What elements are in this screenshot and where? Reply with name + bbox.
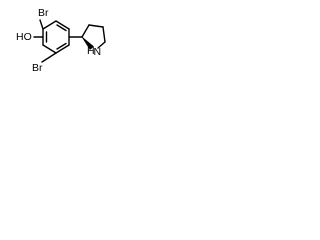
pyrrolidine-bond-c4-c5 bbox=[102, 26, 106, 43]
atom-label-bromine-bottom: Br bbox=[32, 62, 43, 74]
stereo-wedge-bond bbox=[81, 36, 94, 50]
ring-bond-c4-c5 bbox=[55, 44, 70, 54]
pyrrolidine-ring bbox=[81, 24, 106, 50]
pyrrolidine-bond-c2-c3 bbox=[81, 24, 90, 38]
atom-label-bromine-top: Br bbox=[38, 7, 49, 19]
atom-label-amine-nitrogen: N bbox=[94, 46, 102, 58]
pyrrolidine-bond-c3-c4 bbox=[88, 24, 104, 28]
bond-c5-bromine-bottom bbox=[41, 52, 57, 63]
ring-bond-c5-c6 bbox=[42, 44, 57, 54]
chemical-structure-diagram: Br HO Br H N bbox=[16, 7, 106, 74]
benzene-ring bbox=[42, 20, 70, 54]
atom-label-hydroxyl: HO bbox=[16, 31, 32, 43]
ring-bond-c2-c3 bbox=[55, 20, 70, 30]
ring-double-bond-c2-c3 bbox=[56, 24, 67, 32]
bond-c1-bromine-top bbox=[39, 19, 44, 30]
atom-label-amine-hydrogen: H bbox=[87, 45, 95, 57]
ring-double-bond-c4-c5 bbox=[56, 42, 67, 50]
pyrrolidine-bond-c5-n bbox=[97, 41, 106, 49]
ring-bond-c1-c2 bbox=[42, 20, 57, 30]
